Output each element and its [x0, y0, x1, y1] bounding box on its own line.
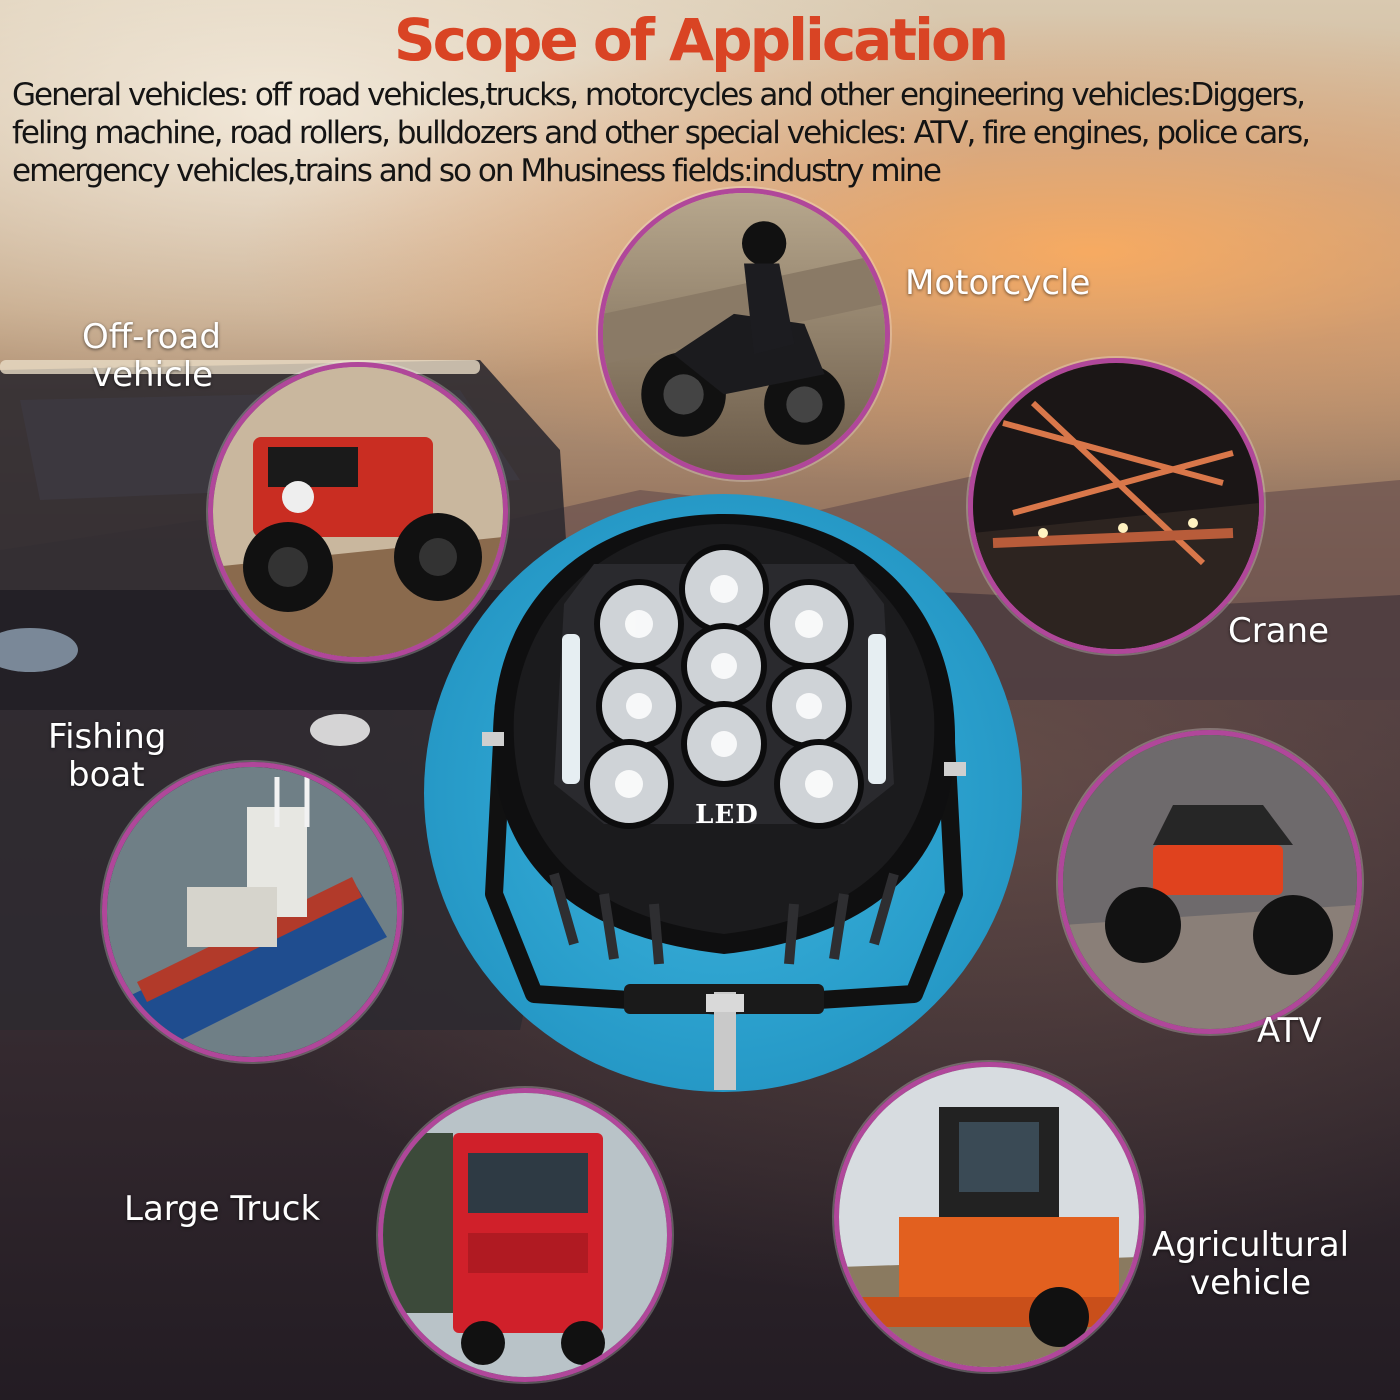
motorcycle-photo	[598, 188, 890, 480]
agricultural-label-line: vehicle	[1190, 1263, 1312, 1303]
fishing-boat-label-line: boat	[68, 755, 145, 795]
led-work-light	[482, 514, 966, 1090]
page-title: Scope of Application	[393, 6, 1009, 74]
application-description: General vehicles: off road vehicles,truc…	[12, 76, 1392, 190]
offroad-vehicle-photo	[208, 362, 508, 662]
fishing-boat-photo	[102, 762, 402, 1062]
description-line: feling machine, road rollers, bulldozers…	[12, 115, 1311, 151]
atv-label: ATV	[1257, 1011, 1322, 1051]
agricultural-vehicle-photo	[834, 1062, 1144, 1372]
fishing-boat-label: Fishing boat	[48, 718, 166, 794]
large-truck-label: Large Truck	[124, 1189, 321, 1229]
large-truck-photo	[378, 1088, 672, 1382]
description-line: emergency vehicles,trains and so on Mhus…	[12, 153, 942, 189]
led-badge: LED	[695, 800, 759, 830]
offroad-label-line: Off-road	[82, 317, 221, 357]
motorcycle-label: Motorcycle	[905, 263, 1091, 303]
fishing-boat-label-line: Fishing	[48, 717, 167, 757]
offroad-label-line: vehicle	[92, 355, 214, 395]
offroad-vehicle-label: Off-road vehicle	[82, 318, 221, 394]
agricultural-vehicle-label: Agricultural vehicle	[1152, 1226, 1349, 1302]
description-line: General vehicles: off road vehicles,truc…	[12, 77, 1306, 113]
crane-photo	[968, 358, 1264, 654]
atv-photo	[1058, 730, 1362, 1034]
agricultural-label-line: Agricultural	[1152, 1225, 1350, 1265]
crane-label: Crane	[1228, 611, 1330, 651]
